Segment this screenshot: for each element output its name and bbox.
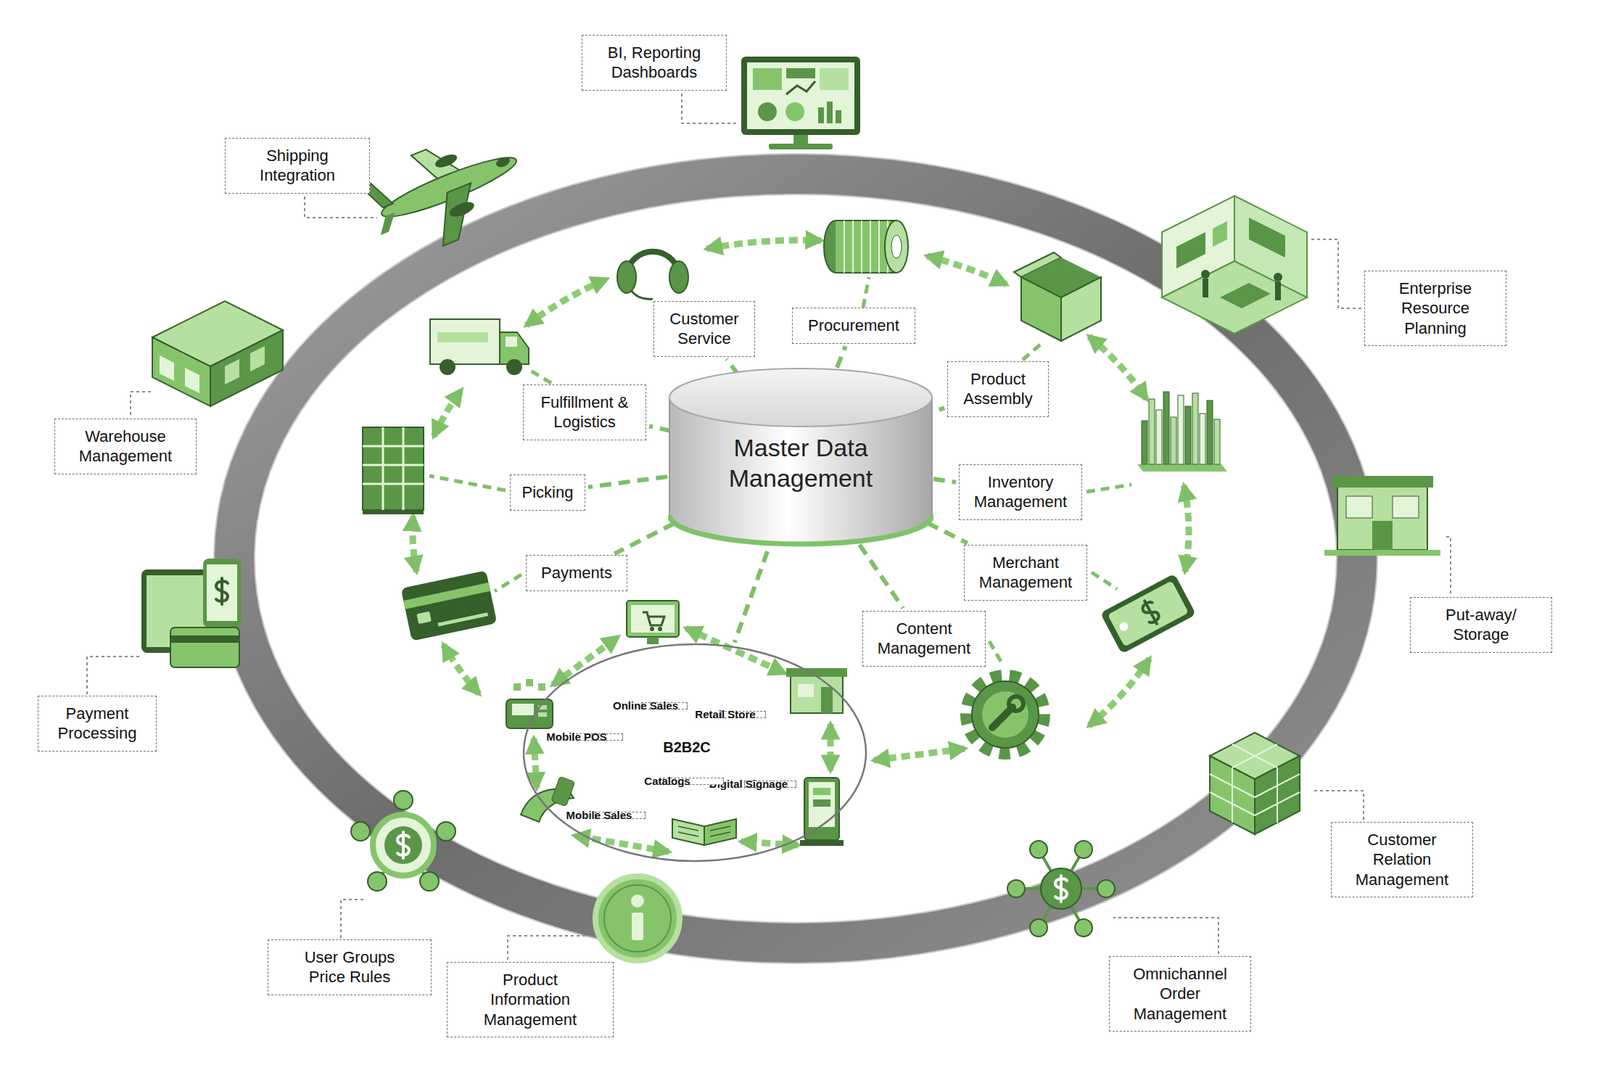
dashed-connector bbox=[588, 476, 668, 487]
inner-ring-arrows bbox=[412, 240, 1189, 852]
rack-building-icon bbox=[362, 427, 424, 515]
system-label: Omnichannel Order Management bbox=[1108, 955, 1252, 1033]
node-text: Mobile POS bbox=[546, 730, 607, 744]
node-text: Procurement bbox=[802, 315, 905, 336]
node-text: User Groups Price Rules bbox=[299, 947, 400, 988]
node-text: Content Management bbox=[873, 618, 975, 659]
module-label: Merchant Management bbox=[963, 544, 1088, 601]
channel-label: Retail Store bbox=[720, 710, 766, 719]
node-text: Customer Service bbox=[664, 308, 745, 349]
catalog-book-icon bbox=[672, 818, 737, 845]
system-label: Product Information Management bbox=[446, 961, 614, 1038]
node-text: Warehouse Management bbox=[65, 426, 186, 467]
leader-lines bbox=[87, 93, 1451, 960]
price-rules-icon bbox=[351, 790, 456, 891]
erp-office-icon bbox=[1161, 195, 1307, 334]
node-text: Fulfillment & Logistics bbox=[533, 392, 636, 433]
master-data-cylinder: Master Data Management bbox=[667, 366, 934, 552]
system-label: BI, Reporting Dashboards bbox=[581, 34, 727, 91]
storage-building-icon bbox=[1324, 475, 1441, 556]
outer-ring bbox=[213, 153, 1378, 964]
mobile-pos-icon bbox=[506, 678, 553, 729]
box-icon bbox=[1013, 252, 1101, 341]
module-label: Product Assembly bbox=[947, 361, 1049, 418]
system-label: Customer Relation Management bbox=[1330, 821, 1474, 898]
retail-store-icon bbox=[786, 667, 848, 713]
node-text: Online Sales bbox=[612, 699, 679, 713]
dashed-connector bbox=[649, 425, 672, 431]
node-text: Catalogs bbox=[644, 774, 690, 788]
system-label: Warehouse Management bbox=[54, 418, 197, 475]
node-text: Product Information Management bbox=[476, 969, 584, 1030]
system-label: Payment Processing bbox=[37, 695, 157, 752]
node-text: Master Data Management bbox=[710, 432, 892, 494]
group-title: B2B2C bbox=[662, 737, 711, 756]
channel-label: Mobile POS bbox=[572, 733, 624, 741]
dashboard-monitor-icon bbox=[741, 56, 861, 150]
warehouse-icon bbox=[152, 300, 283, 407]
order-network-icon bbox=[1007, 840, 1115, 937]
dashed-connector bbox=[859, 544, 903, 608]
channel-label: Catalogs bbox=[662, 777, 724, 785]
module-label: Fulfillment & Logistics bbox=[522, 384, 647, 441]
system-label: Enterprise Resource Planning bbox=[1364, 270, 1507, 347]
dashed-connector bbox=[836, 345, 846, 368]
module-label: Customer Service bbox=[653, 300, 756, 357]
node-text: Mobile Sales bbox=[566, 808, 633, 822]
system-label: Put-away/ Storage bbox=[1409, 596, 1553, 653]
node-text: BI, Reporting Dashboards bbox=[592, 42, 716, 83]
node-text: Omnichannel Order Management bbox=[1126, 963, 1234, 1025]
node-text: Customer Relation Management bbox=[1353, 829, 1451, 890]
module-label: Procurement bbox=[792, 307, 916, 344]
node-text: Retail Store bbox=[694, 707, 756, 721]
channel-label: Mobile Sales bbox=[594, 811, 646, 819]
system-label: Shipping Integration bbox=[224, 137, 370, 194]
gear-icon bbox=[966, 675, 1045, 754]
credit-card-icon bbox=[401, 570, 498, 641]
node-text: Payment Processing bbox=[48, 703, 146, 744]
module-label: Picking bbox=[509, 474, 586, 511]
dashed-connector bbox=[734, 551, 768, 643]
payment-devices-icon bbox=[141, 558, 241, 668]
airplane-icon bbox=[357, 119, 536, 267]
node-text: Product Assembly bbox=[958, 369, 1038, 410]
headset-icon bbox=[617, 251, 689, 299]
crm-cube-icon bbox=[1209, 732, 1300, 835]
delivery-truck-icon bbox=[430, 319, 529, 375]
info-icon bbox=[595, 876, 680, 961]
channel-ellipse: B2B2C Online SalesRetail StoreMobile POS D… bbox=[522, 642, 868, 863]
node-text: Put-away/ Storage bbox=[1438, 604, 1524, 645]
price-tag-icon bbox=[1100, 573, 1197, 655]
online-store-icon bbox=[626, 600, 679, 645]
channel-label: Online Sales bbox=[641, 702, 688, 710]
module-label: Inventory Management bbox=[958, 464, 1083, 521]
node-text: Payments bbox=[536, 562, 617, 584]
node-text: Merchant Management bbox=[974, 552, 1077, 593]
channel-label: Digital Signage bbox=[744, 780, 797, 788]
system-label: User Groups Price Rules bbox=[267, 939, 432, 996]
module-label: Content Management bbox=[862, 610, 986, 667]
node-text: Picking bbox=[520, 482, 575, 503]
dashed-connector bbox=[933, 478, 956, 483]
coil-icon bbox=[823, 220, 909, 273]
module-label: Payments bbox=[525, 554, 628, 592]
node-text: Shipping Integration bbox=[235, 145, 360, 186]
node-text: Inventory Management bbox=[969, 472, 1072, 513]
inventory-bars-icon bbox=[1137, 391, 1228, 472]
node-text: Enterprise Resource Planning bbox=[1375, 278, 1496, 339]
